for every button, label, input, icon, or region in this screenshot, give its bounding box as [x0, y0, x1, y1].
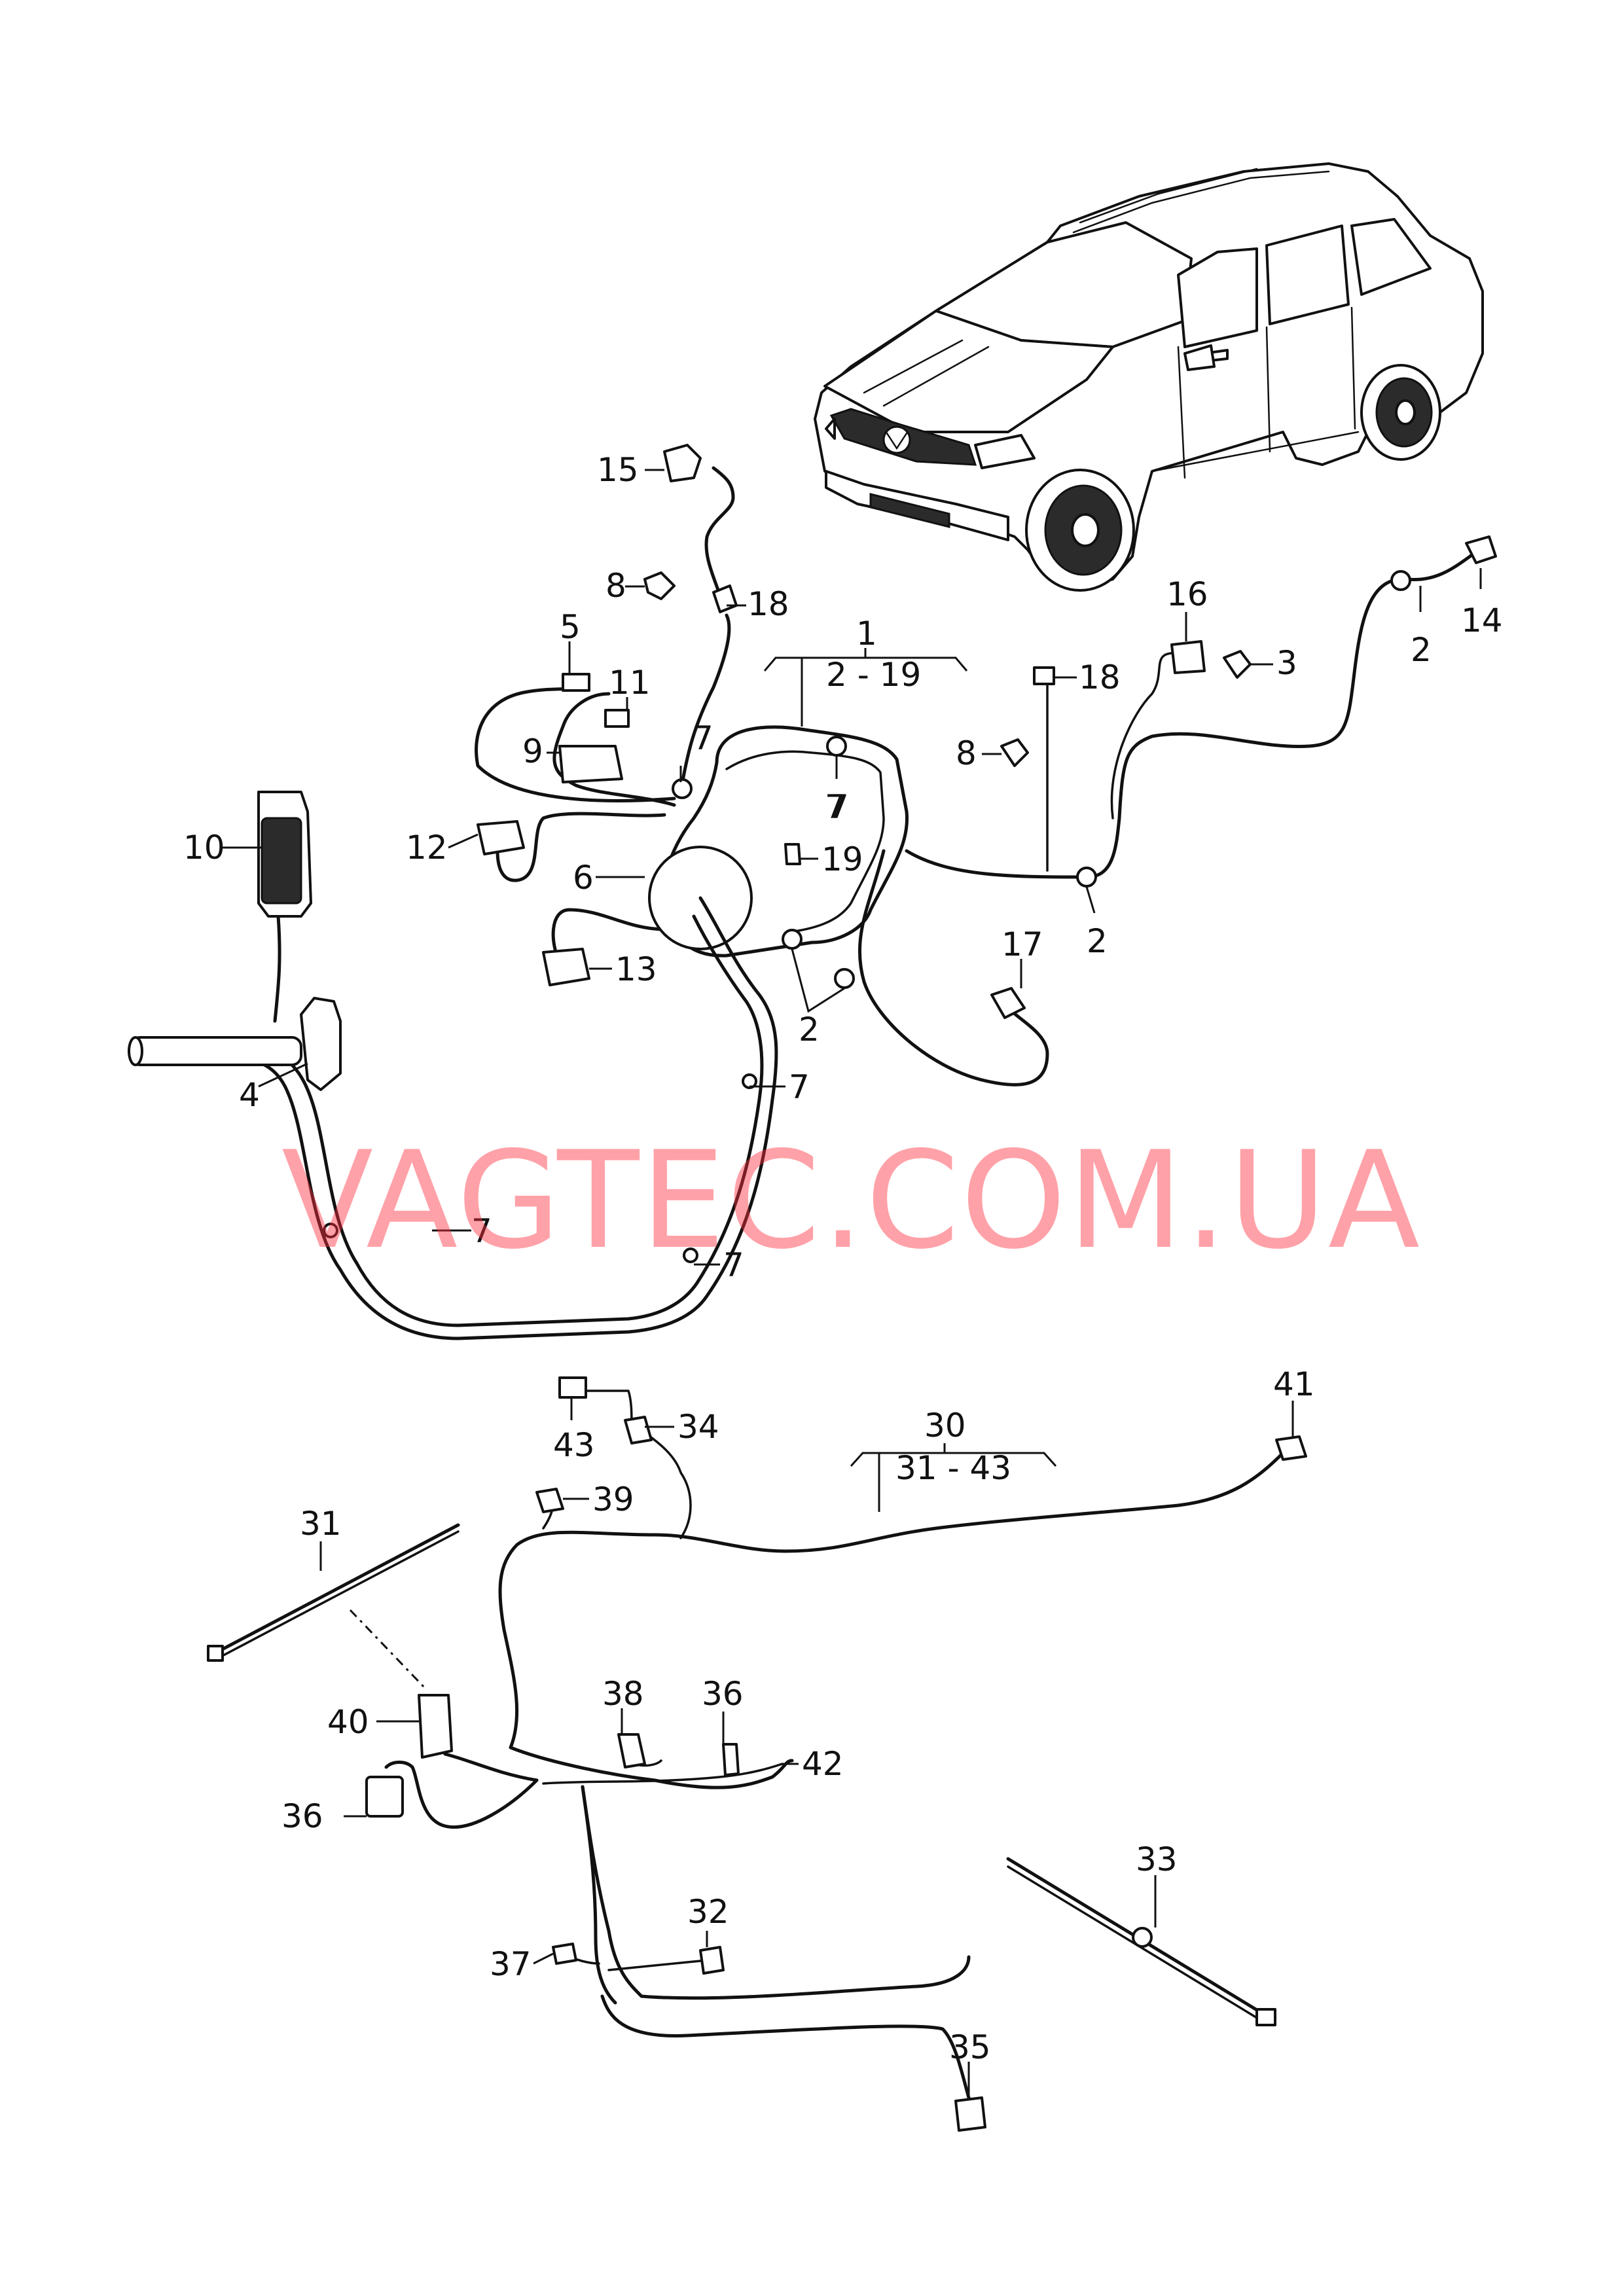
callout-8-top: 8 — [605, 567, 626, 605]
callout-34: 34 — [677, 1408, 719, 1446]
clip-8-right — [1000, 738, 1029, 767]
callout-43: 43 — [553, 1426, 595, 1464]
callout-labels: 15 8 18 5 11 9 7 7 2 14 16 3 18 8 7 10 1… — [183, 451, 1503, 2066]
callout-36-left: 36 — [281, 1797, 323, 1835]
clip-8-top — [643, 571, 676, 600]
callout-38: 38 — [602, 1675, 644, 1713]
callout-36-right: 36 — [702, 1675, 744, 1713]
callout-3: 3 — [1276, 644, 1297, 682]
callout-15: 15 — [597, 451, 639, 489]
clip-3 — [1223, 650, 1252, 679]
callout-10: 10 — [183, 829, 225, 867]
callout-30: 30 — [924, 1407, 966, 1444]
connector-35 — [954, 2096, 986, 2132]
connector-11 — [604, 709, 630, 728]
callout-1-range: 2 - 19 — [826, 656, 921, 694]
callout-41: 41 — [1273, 1365, 1315, 1403]
connector-19 — [784, 843, 801, 865]
leader-lines — [223, 469, 1482, 2098]
connector-14 — [1465, 535, 1497, 564]
group-bracket-1 — [763, 648, 968, 726]
callout-7-e: 7 — [471, 1212, 492, 1250]
connector-37 — [552, 1943, 577, 1965]
callout-12: 12 — [406, 829, 448, 867]
connector-36-left — [365, 1776, 404, 1818]
callout-40: 40 — [327, 1703, 369, 1741]
lower-harness-assembly — [207, 1376, 1307, 2132]
callout-1: 1 — [856, 615, 877, 653]
callout-5: 5 — [560, 608, 581, 646]
connector-40 — [418, 1694, 453, 1759]
connector-17 — [990, 987, 1026, 1019]
vehicle-illustration — [814, 162, 1484, 592]
connector-39 — [535, 1488, 564, 1513]
callout-30-range: 31 - 43 — [895, 1449, 1011, 1487]
callout-16: 16 — [1166, 575, 1208, 613]
connector-5 — [562, 673, 590, 692]
connector-9 — [558, 745, 623, 783]
callout-14: 14 — [1461, 601, 1503, 639]
connector-36-right — [722, 1743, 740, 1776]
connector-18-right — [1033, 666, 1055, 685]
watermark-text: VAGTEC.COM.UA — [281, 1123, 1421, 1279]
callout-18-right: 18 — [1079, 658, 1121, 696]
connector-41 — [1275, 1435, 1307, 1461]
callout-2-bottom: 2 — [799, 1011, 820, 1049]
connector-12 — [477, 820, 525, 855]
callout-32: 32 — [687, 1893, 729, 1931]
connector-16 — [1170, 640, 1206, 674]
callout-19: 19 — [821, 840, 863, 878]
connector-34 — [624, 1416, 653, 1444]
callout-17: 17 — [1001, 925, 1043, 963]
callout-37: 37 — [490, 1945, 532, 1983]
callout-13: 13 — [615, 950, 657, 988]
callout-6: 6 — [573, 859, 594, 897]
upper-harness-assembly — [128, 444, 1497, 1340]
callout-42: 42 — [802, 1745, 844, 1783]
connector-13 — [542, 948, 590, 986]
callout-8-right: 8 — [956, 734, 977, 772]
callout-7-b: 7 — [828, 788, 849, 826]
callout-18-top: 18 — [748, 585, 789, 623]
connector-38 — [617, 1733, 646, 1768]
callout-39: 39 — [592, 1480, 634, 1518]
callout-7-f: 7 — [723, 1246, 744, 1284]
callout-31: 31 — [300, 1505, 342, 1543]
callout-2-right-mid: 2 — [1087, 922, 1108, 960]
callout-2-right-top: 2 — [1411, 631, 1432, 669]
group-bracket-30 — [850, 1443, 1057, 1512]
callout-7-c: 7 — [825, 788, 846, 826]
connector-15 — [663, 444, 702, 482]
callout-4: 4 — [239, 1076, 260, 1114]
callout-35: 35 — [949, 2028, 991, 2066]
connector-43 — [558, 1376, 587, 1399]
clip-32 — [699, 1946, 725, 1975]
callout-11: 11 — [609, 664, 651, 702]
callout-7-a: 7 — [693, 719, 713, 757]
connector-18-top — [712, 584, 738, 613]
callout-33: 33 — [1136, 1840, 1178, 1878]
callout-9: 9 — [522, 732, 543, 770]
callout-7-d: 7 — [789, 1068, 810, 1106]
